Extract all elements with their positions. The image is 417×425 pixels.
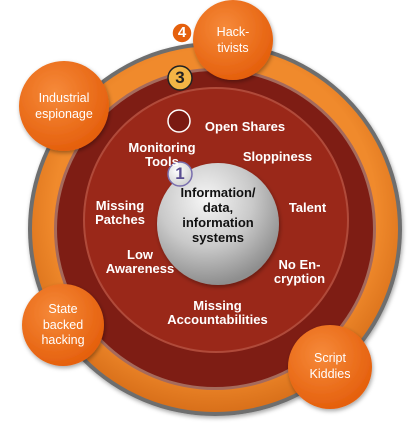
badge-1-number: 1 xyxy=(175,164,185,183)
threat-bubble-industrial-espionage xyxy=(19,61,109,151)
vulnerability-monitoring-tools: Monitoring Tools xyxy=(128,140,196,170)
badge-3 xyxy=(171,22,193,44)
threat-industrial-espionage: Industrial espionage xyxy=(35,91,93,121)
threat-state-backed-hacking: State backed hacking xyxy=(41,302,85,348)
threat-bubble-script-kiddies xyxy=(288,325,372,409)
threat-script-kiddies: Script Kiddies xyxy=(309,351,351,381)
vulnerability-no-encryption: No En- cryption xyxy=(273,257,326,287)
badge-2 xyxy=(167,65,193,91)
vulnerability-missing-accountabilities: Missing Accountabilities xyxy=(167,298,268,328)
badge-3-number: 4 xyxy=(177,24,187,41)
threat-hacktivists: Hack- tivists xyxy=(216,25,250,55)
vulnerability-talent: Talent xyxy=(288,200,327,215)
vulnerability-open-shares: Open Shares xyxy=(204,119,286,134)
badge-1 xyxy=(167,161,193,187)
badge-2-number: 3 xyxy=(175,68,185,87)
vulnerability-sloppiness: Sloppiness xyxy=(242,149,313,164)
badge-4 xyxy=(167,109,191,133)
core-label: Information/ data, information systems xyxy=(180,185,256,245)
threat-bubble-hacktivists xyxy=(193,0,273,80)
core-sphere xyxy=(157,163,279,285)
threat-bubble-state-backed-hacking xyxy=(22,284,104,366)
vulnerability-missing-patches: Missing Patches xyxy=(95,198,145,228)
vulnerability-low-awareness: Low Awareness xyxy=(105,247,175,277)
